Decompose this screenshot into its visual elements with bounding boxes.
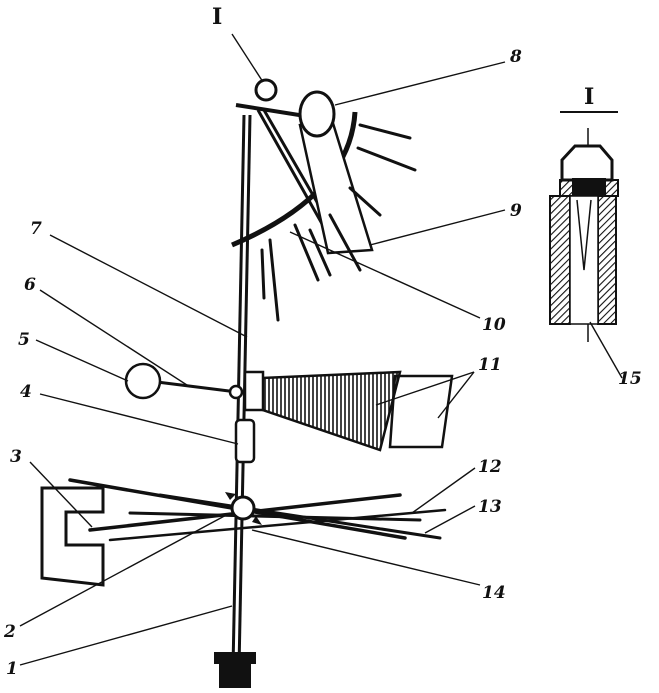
label-9: 9	[510, 201, 522, 221]
label-8: 8	[509, 47, 522, 67]
wind-vane	[243, 370, 454, 452]
label-15: 15	[618, 369, 642, 389]
label-detail-title: I	[584, 84, 594, 110]
counterweight	[124, 362, 246, 400]
c-bracket	[40, 486, 105, 587]
sleeve	[234, 418, 256, 464]
detail-section	[549, 128, 619, 342]
label-detail-marker: I	[212, 4, 222, 30]
label-11: 11	[478, 355, 502, 375]
hub	[225, 492, 262, 525]
leader-lines	[19, 33, 623, 666]
callout-labels: I I 8 9 7 6 10 5 11 15 4 3 12 13 14 2 1	[3, 4, 642, 679]
label-2: 2	[3, 622, 16, 642]
sensor-disk	[298, 90, 336, 138]
base-nut	[214, 652, 256, 688]
label-13: 13	[478, 497, 502, 517]
label-6: 6	[24, 275, 36, 295]
label-7: 7	[30, 219, 42, 239]
label-1: 1	[6, 659, 18, 679]
label-12: 12	[478, 457, 502, 477]
label-10: 10	[482, 315, 506, 335]
label-3: 3	[10, 447, 22, 467]
label-4: 4	[20, 382, 32, 402]
label-14: 14	[482, 583, 506, 603]
label-5: 5	[18, 330, 30, 350]
